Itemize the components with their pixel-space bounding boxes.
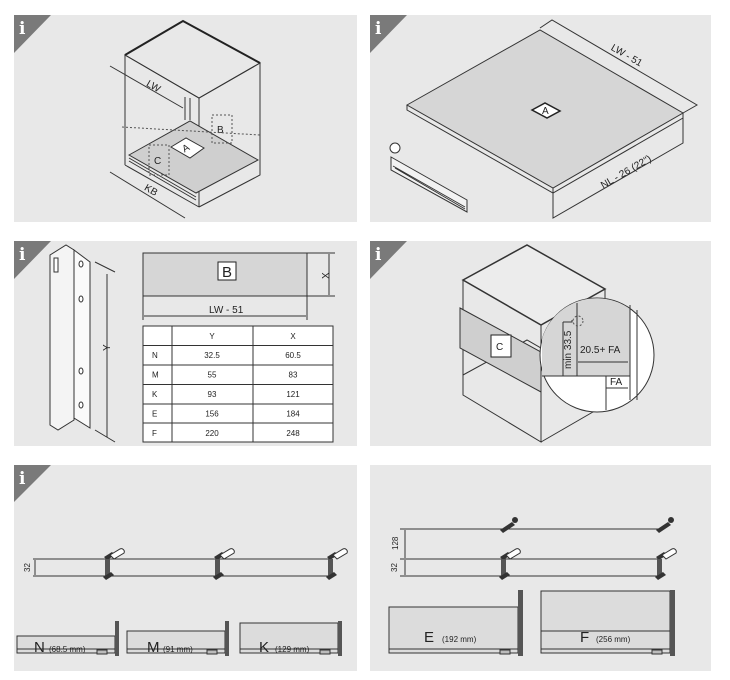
table-row: M 55 83 [152, 371, 298, 380]
dim-fa: FA [610, 377, 623, 388]
svg-text:32.5: 32.5 [204, 351, 220, 360]
table-row: K 93 121 [152, 390, 300, 399]
table-header: X [290, 332, 296, 341]
dim-32: 32 [23, 563, 32, 572]
drawer-m: M (91 mm) [126, 621, 229, 656]
drawer-k: K (129 mm) [239, 621, 342, 656]
panel-front-mounting: i C min 33.5 20.5+ FA FA [370, 241, 711, 446]
info-icon [14, 15, 51, 53]
dim-width: LW - 51 [209, 305, 244, 316]
svg-text:(129 mm): (129 mm) [275, 645, 310, 654]
info-badge-text: i [19, 245, 26, 265]
svg-text:184: 184 [286, 410, 300, 419]
table-row: N 32.5 60.5 [152, 351, 301, 360]
info-badge-text: i [19, 19, 26, 39]
part-a-label: A [181, 142, 193, 155]
svg-text:E: E [152, 410, 157, 419]
svg-text:93: 93 [208, 390, 217, 399]
panel-high-drawers: 128 32 E (192 mm) F (256 mm) [370, 465, 711, 671]
panel-back-dimensions: i Y B X LW - 51 Y X N 32.5 60.5 M [14, 241, 357, 446]
part-b-label: B [222, 264, 232, 281]
info-icon [370, 241, 407, 279]
svg-text:K: K [259, 639, 269, 656]
marker-icon [389, 142, 401, 154]
part-c-label: C [154, 156, 161, 167]
svg-text:248: 248 [286, 429, 300, 438]
svg-text:220: 220 [205, 429, 219, 438]
info-icon [14, 465, 51, 502]
svg-text:(256 mm): (256 mm) [596, 635, 631, 644]
table-header: Y [209, 332, 215, 341]
panel-bottom-board: i LW - 51 NL - 26 (22") A [370, 15, 711, 222]
drawer-f: F (256 mm) [540, 590, 675, 656]
svg-text:M: M [147, 639, 160, 656]
part-c-label: C [496, 342, 503, 353]
info-icon [370, 15, 407, 53]
panel-low-drawers: i 32 N (68.5 mm) M (91 mm) K ( [14, 465, 357, 671]
svg-text:60.5: 60.5 [285, 351, 301, 360]
info-icon [14, 241, 51, 279]
svg-text:(68.5 mm): (68.5 mm) [49, 645, 86, 654]
svg-text:83: 83 [289, 371, 298, 380]
svg-text:(91 mm): (91 mm) [163, 645, 193, 654]
dim-min-height: min 33.5 [563, 330, 574, 369]
info-badge-text: i [375, 245, 382, 265]
dimension-table: Y X N 32.5 60.5 M 55 83 K 93 121 E 156 1… [142, 325, 334, 443]
dim-y: Y [102, 344, 113, 351]
drawer-n: N (68.5 mm) [16, 621, 119, 656]
dim-32: 32 [390, 563, 399, 572]
part-b-label: B [217, 125, 224, 136]
svg-text:156: 156 [205, 410, 219, 419]
svg-text:F: F [580, 629, 589, 646]
svg-text:55: 55 [208, 371, 217, 380]
part-a-label: A [542, 106, 549, 117]
panel-cabinet-overview: i A B C LW KB [14, 15, 357, 222]
svg-text:E: E [424, 629, 434, 646]
drawer-e: E (192 mm) [388, 590, 523, 656]
dim-128: 128 [391, 536, 400, 550]
table-row: F 220 248 [152, 429, 300, 438]
svg-text:N: N [34, 639, 45, 656]
info-badge-text: i [375, 19, 382, 39]
info-badge-text: i [19, 469, 26, 489]
svg-text:F: F [152, 429, 157, 438]
svg-text:M: M [152, 371, 159, 380]
dim-x: X [321, 272, 332, 279]
svg-text:121: 121 [286, 390, 300, 399]
table-row: E 156 184 [152, 410, 300, 419]
dim-offset: 20.5+ FA [580, 345, 621, 356]
svg-text:N: N [152, 351, 158, 360]
svg-text:K: K [152, 390, 158, 399]
svg-text:(192 mm): (192 mm) [442, 635, 477, 644]
